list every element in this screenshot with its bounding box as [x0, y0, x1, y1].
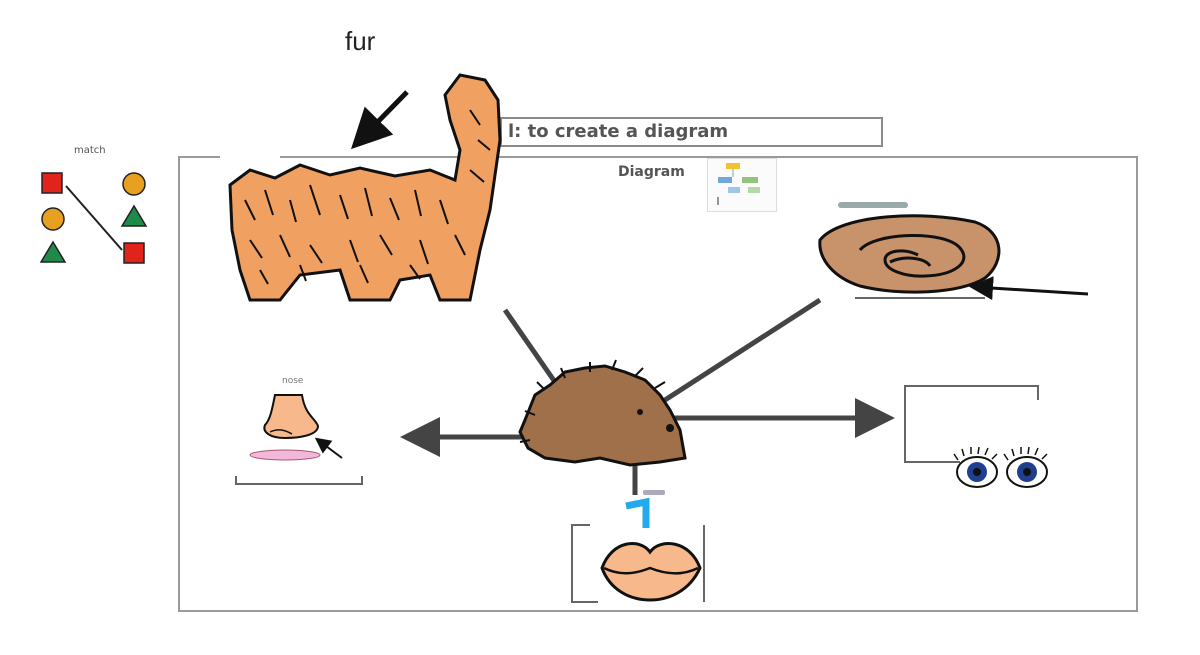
lips-image — [600, 542, 702, 602]
eyes-bracket — [904, 385, 1039, 463]
nose-label: nose — [282, 376, 304, 386]
eyes-icon — [953, 446, 1048, 488]
connector-ear — [663, 297, 822, 403]
cyan-marker-icon — [625, 497, 650, 528]
ear-image — [818, 202, 1001, 299]
fur-label: fur — [345, 26, 376, 56]
diagram-label: Diagram — [618, 164, 685, 180]
match-activity-icon[interactable] — [39, 172, 148, 264]
ear-arrow — [969, 276, 1089, 301]
fur-arrow — [351, 90, 409, 150]
match-label: match — [74, 145, 106, 156]
cat-fur-image — [220, 73, 502, 302]
diagram-frame — [178, 156, 1138, 612]
lesson-title: l: to create a diagram — [500, 117, 883, 147]
diagram-thumbnail-icon[interactable] — [707, 158, 777, 212]
hedgehog-image — [518, 359, 687, 467]
mouth-bracket — [571, 524, 598, 603]
nose-image — [235, 394, 363, 485]
connector-fur — [502, 308, 558, 384]
